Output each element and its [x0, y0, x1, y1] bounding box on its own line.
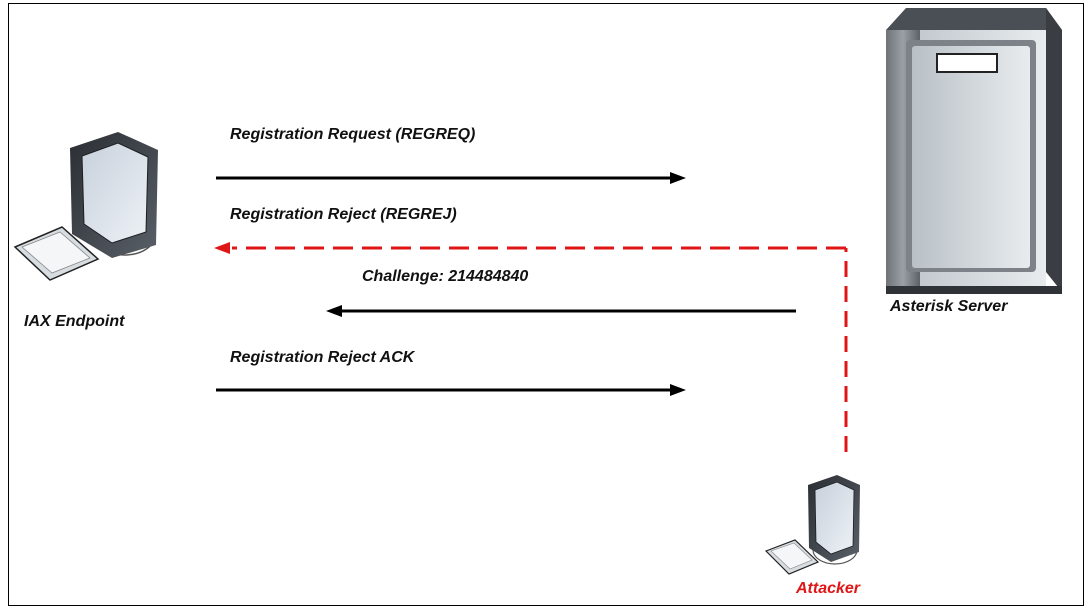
- arrow-regrej-ack: [216, 384, 686, 396]
- arrow-challenge: [326, 305, 796, 317]
- arrow-regreq: [216, 172, 686, 184]
- message-regrej-label: Registration Reject (REGREJ): [230, 206, 457, 223]
- arrow-regrej-spoofed: [214, 242, 848, 452]
- endpoint-computer-icon: [13, 132, 158, 281]
- message-challenge-label: Challenge: 214484840: [362, 268, 529, 285]
- message-regreq-label: Registration Request (REGREQ): [230, 126, 476, 143]
- diagram-frame: [8, 3, 1084, 606]
- message-regrej-ack-label: Registration Reject ACK: [230, 349, 415, 366]
- endpoint-label: IAX Endpoint: [24, 313, 125, 330]
- attacker-computer-icon: [764, 475, 860, 575]
- attacker-label: Attacker: [796, 580, 861, 597]
- server-label: Asterisk Server: [890, 298, 1008, 315]
- server-icon: [886, 8, 1062, 294]
